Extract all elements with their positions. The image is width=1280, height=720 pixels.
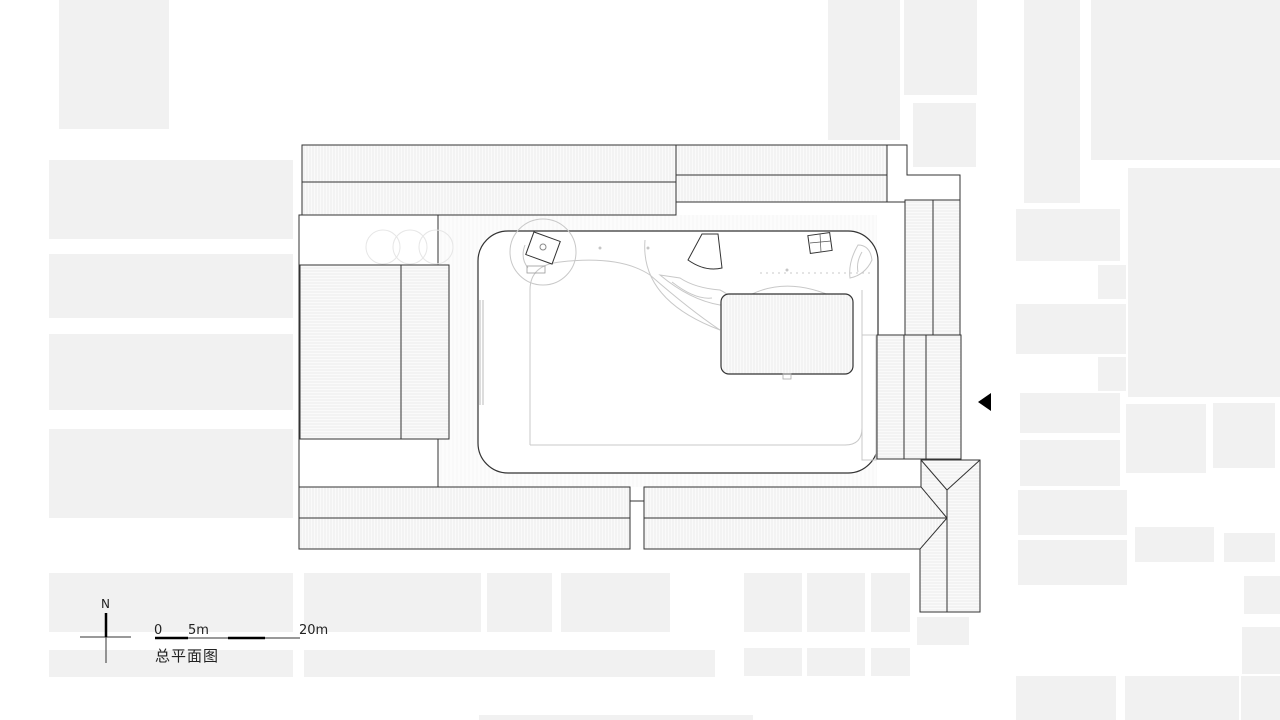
- west-building-roof: [299, 264, 450, 440]
- central-pavilion-roof: [720, 293, 854, 375]
- north-label: N: [101, 597, 110, 611]
- southeast-roof: [919, 459, 981, 613]
- north-wing-roofs: [301, 144, 961, 216]
- scale-label-20m: 20m: [299, 623, 329, 638]
- scale-label-0: 0: [154, 623, 163, 638]
- east-wing-roofs: [876, 199, 962, 460]
- south-wing-roofs: [298, 486, 948, 550]
- scale-label-5m: 5m: [188, 623, 209, 638]
- entrance-arrow-icon: [978, 393, 991, 411]
- context-buildings: [49, 0, 1280, 720]
- inner-courtyard: [365, 218, 879, 474]
- north-arrow-icon: [80, 613, 131, 663]
- drawing-title: 总平面图: [155, 647, 220, 665]
